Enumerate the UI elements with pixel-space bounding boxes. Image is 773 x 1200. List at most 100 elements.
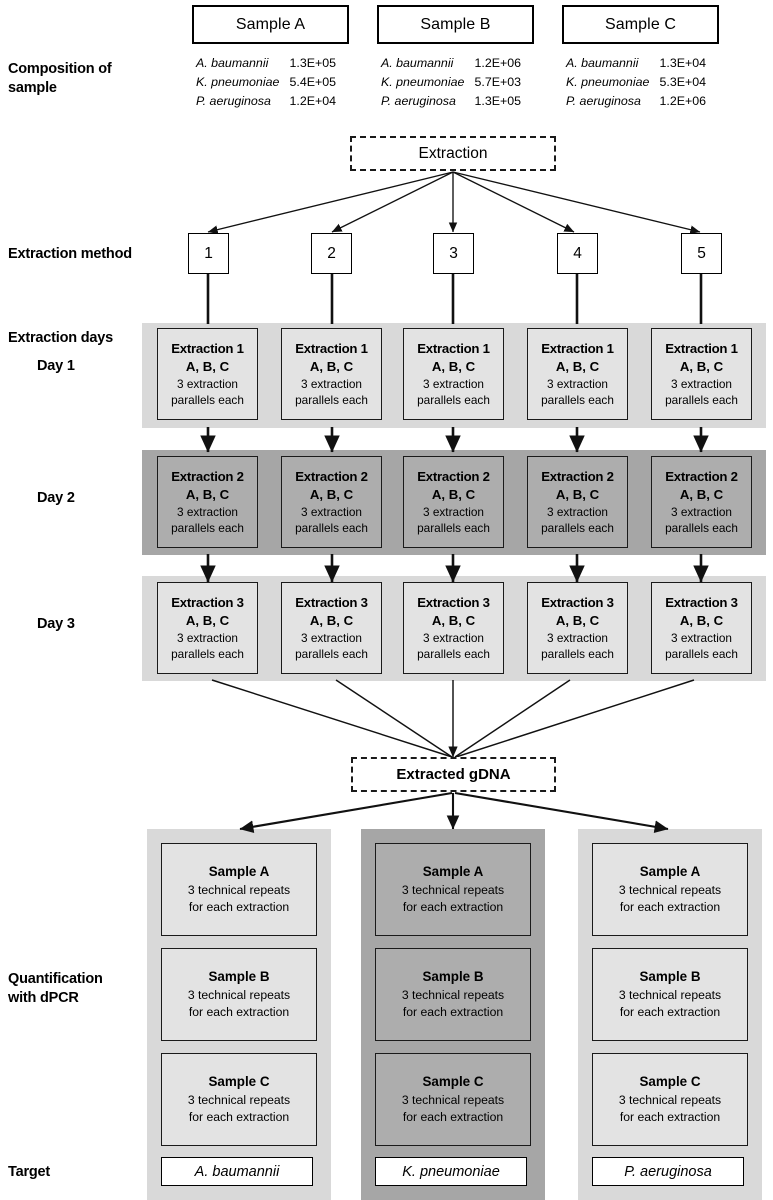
card-title: Extraction 2 [171,469,244,485]
card-detail-line2: parallels each [541,521,614,536]
card-detail-line1: 3 extraction [671,376,732,391]
quantification-card-col2-sample-a: Sample A 3 technical repeats for each ex… [375,843,531,936]
card-detail-line1: 3 extraction [547,376,608,391]
card-title: Sample A [208,864,270,880]
card-title: Sample C [639,1074,701,1090]
card-detail-line1: 3 extraction [301,630,362,645]
species-name: A. baumannii [196,56,269,70]
extraction-card-day2-method2: Extraction 2 A, B, C 3 extraction parall… [281,456,382,548]
extraction-card-day2-method4: Extraction 2 A, B, C 3 extraction parall… [527,456,628,548]
row-label-composition-line1: Composition of [8,61,112,77]
card-samples: A, B, C [555,612,600,628]
extraction-card-day2-method5: Extraction 2 A, B, C 3 extraction parall… [651,456,752,548]
row-label-composition-line2: sample [8,79,57,96]
card-title: Sample B [422,969,484,985]
species-name: P. aeruginosa [196,93,271,108]
card-title: Extraction 2 [417,469,490,485]
quantification-card-col2-sample-b: Sample B 3 technical repeats for each ex… [375,948,531,1041]
extracted-gdna-box: Extracted gDNA [351,757,556,792]
card-samples: A, B, C [185,486,230,502]
composition-row: A. baumannii 1.2E+06 [381,54,521,73]
row-label-extraction-method: Extraction method [8,246,132,262]
card-samples: A, B, C [679,486,724,502]
row-label-quantification-line2: with dPCR [8,989,79,1006]
card-samples: A, B, C [309,486,354,502]
card-detail-line2: parallels each [417,393,490,408]
card-title: Sample B [208,969,270,985]
card-detail-line2: parallels each [171,393,244,408]
row-label-target: Target [8,1164,51,1180]
card-detail-line2: parallels each [171,521,244,536]
card-detail-line2: parallels each [417,521,490,536]
quantification-card-col2-sample-c: Sample C 3 technical repeats for each ex… [375,1053,531,1146]
card-detail-line2: parallels each [295,393,368,408]
card-detail-line1: 3 technical repeats [618,882,722,897]
card-detail-line2: parallels each [665,647,738,662]
extraction-card-day1-method2: Extraction 1 A, B, C 3 extraction parall… [281,328,382,420]
card-detail-line1: 3 extraction [177,376,238,391]
card-detail-line1: 3 extraction [671,630,732,645]
species-value: 1.2E+06 [659,93,706,108]
card-detail-line1: 3 extraction [177,504,238,519]
extraction-card-day3-method4: Extraction 3 A, B, C 3 extraction parall… [527,582,628,674]
card-detail-line1: 3 technical repeats [401,987,505,1002]
extraction-card-day1-method1: Extraction 1 A, B, C 3 extraction parall… [157,328,258,420]
extraction-card-day3-method1: Extraction 3 A, B, C 3 extraction parall… [157,582,258,674]
extraction-method-box-3: 3 [433,233,474,274]
card-detail-line2: parallels each [171,647,244,662]
card-samples: A, B, C [431,358,476,374]
card-detail-line1: 3 extraction [423,630,484,645]
card-samples: A, B, C [555,486,600,502]
extraction-card-day2-method1: Extraction 2 A, B, C 3 extraction parall… [157,456,258,548]
extraction-card-day3-method5: Extraction 3 A, B, C 3 extraction parall… [651,582,752,674]
species-name: K. pneumoniae [196,74,280,89]
species-value: 1.2E+04 [289,93,336,108]
card-detail-line2: parallels each [295,521,368,536]
target-box-col3: P. aeruginosa [592,1157,744,1186]
card-detail-line1: 3 technical repeats [401,882,505,897]
card-detail-line2: for each extraction [619,1110,721,1125]
composition-list-b: A. baumannii 1.2E+06 K. pneumoniae 5.7E+… [381,54,521,111]
card-detail-line2: for each extraction [619,900,721,915]
card-title: Sample A [639,864,701,880]
card-title: Sample C [208,1074,270,1090]
extraction-card-day1-method3: Extraction 1 A, B, C 3 extraction parall… [403,328,504,420]
extraction-process-box: Extraction [350,136,556,171]
species-name: A. baumannii [381,56,454,70]
extraction-method-box-1: 1 [188,233,229,274]
extraction-card-day1-method5: Extraction 1 A, B, C 3 extraction parall… [651,328,752,420]
extraction-method-box-5: 5 [681,233,722,274]
card-title: Extraction 2 [541,469,614,485]
card-detail-line2: parallels each [541,647,614,662]
card-title: Extraction 1 [417,341,490,357]
composition-list-c: A. baumannii 1.3E+04 K. pneumoniae 5.3E+… [566,54,706,111]
card-samples: A, B, C [431,486,476,502]
extraction-method-box-4: 4 [557,233,598,274]
composition-row: P. aeruginosa 1.2E+04 [196,92,336,111]
species-value: 1.3E+05 [474,93,521,108]
sample-box-a: Sample A [192,5,349,44]
card-detail-line1: 3 extraction [301,376,362,391]
card-detail-line2: for each extraction [402,1005,504,1020]
card-detail-line1: 3 technical repeats [401,1092,505,1107]
card-detail-line1: 3 extraction [301,504,362,519]
quantification-card-col1-sample-a: Sample A 3 technical repeats for each ex… [161,843,317,936]
card-title: Extraction 3 [417,595,490,611]
row-label-extraction-days: Extraction days [8,330,113,346]
card-title: Extraction 2 [295,469,368,485]
composition-row: P. aeruginosa 1.2E+06 [566,92,706,111]
card-samples: A, B, C [185,358,230,374]
species-name: P. aeruginosa [381,93,456,108]
row-label-quantification: Quantification with dPCR [8,970,148,1007]
card-samples: A, B, C [431,612,476,628]
card-detail-line1: 3 technical repeats [187,882,291,897]
card-title: Extraction 3 [541,595,614,611]
card-title: Sample B [639,969,701,985]
card-title: Sample C [422,1074,484,1090]
species-value: 5.4E+05 [289,74,336,89]
card-detail-line2: for each extraction [402,1110,504,1125]
species-value: 5.3E+04 [659,74,706,89]
composition-row: K. pneumoniae 5.4E+05 [196,73,336,92]
species-name: A. baumannii [566,56,639,70]
